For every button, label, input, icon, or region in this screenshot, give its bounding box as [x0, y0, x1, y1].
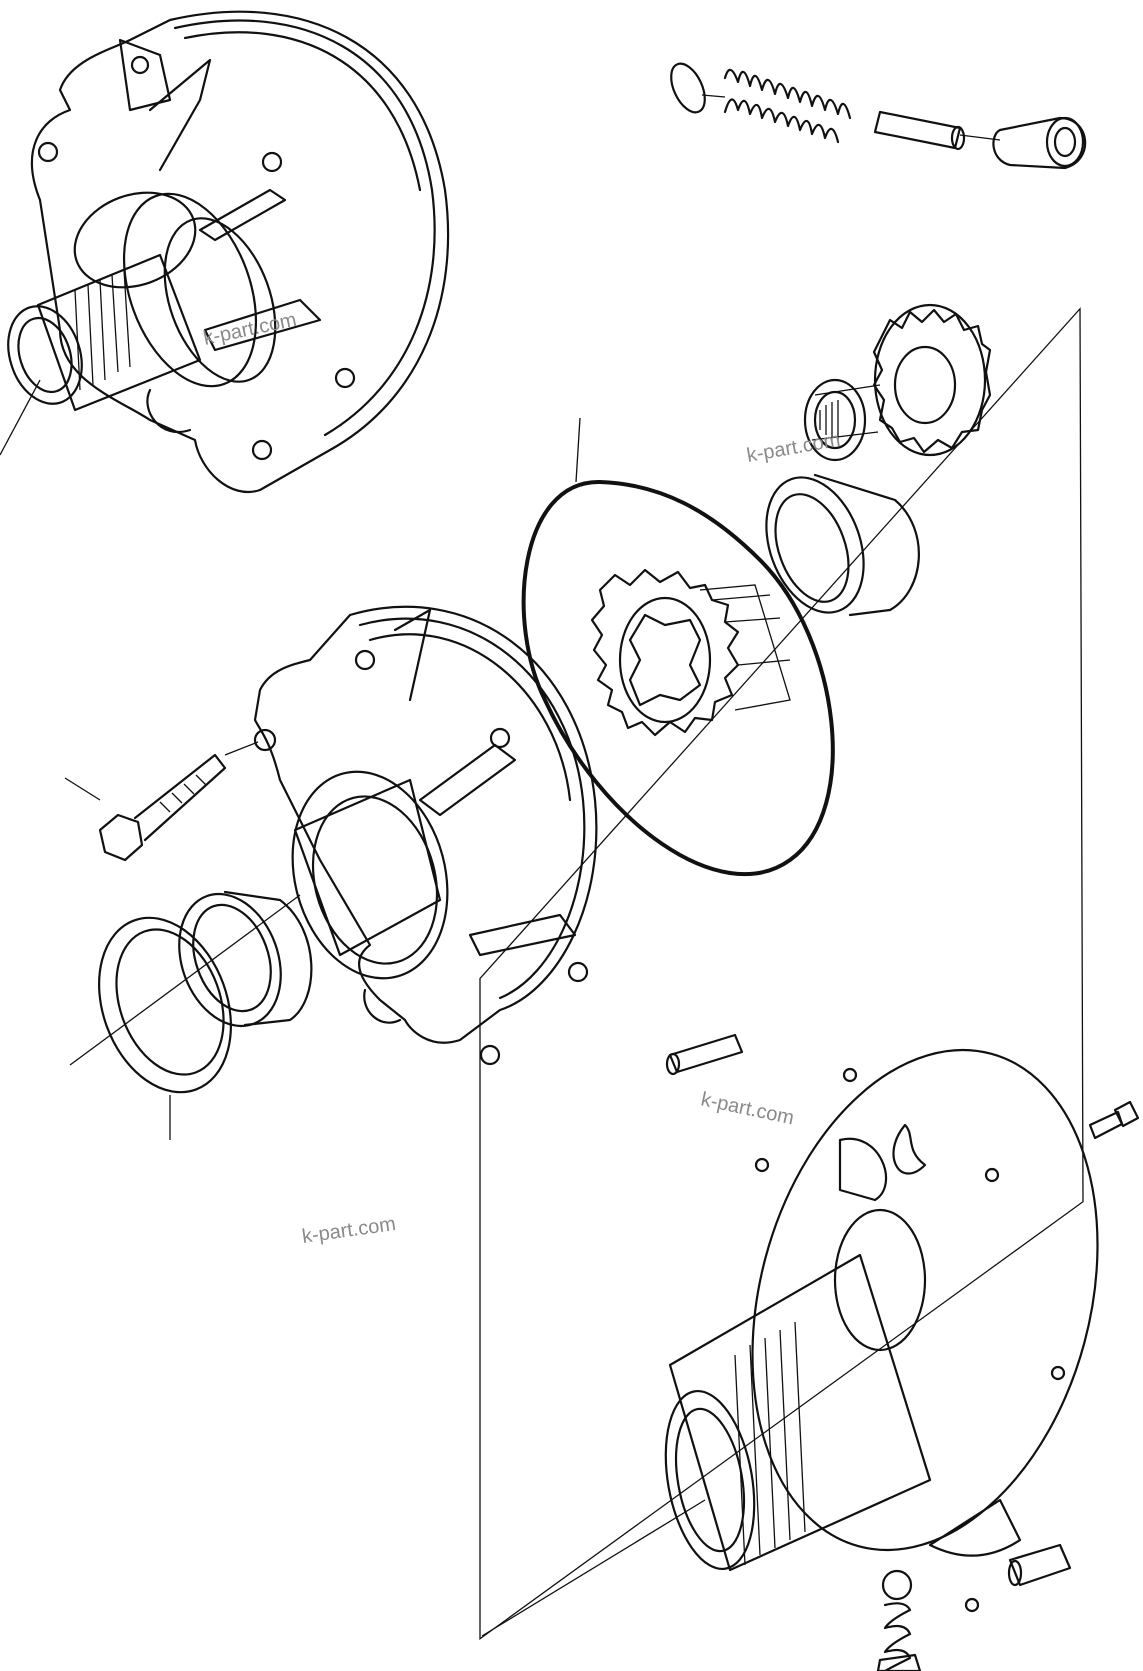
needle-bearing	[803, 378, 881, 462]
valve-plunger	[873, 110, 966, 151]
seal-inner	[69, 890, 313, 1066]
dowel-pin-lower	[1007, 1543, 1072, 1587]
pump-cover-plate	[751, 1048, 1099, 1613]
upper-splined-shaft	[0, 253, 202, 456]
relief-ball	[881, 1569, 913, 1601]
bolt	[64, 741, 259, 862]
middle-pump-housing	[253, 605, 598, 1066]
valve-plug	[959, 116, 1087, 170]
dowel-pin-upper	[665, 1033, 744, 1076]
valve-ball	[670, 62, 706, 114]
small-gear	[872, 303, 992, 457]
small-screw	[1088, 1100, 1140, 1140]
relief-plug	[876, 1653, 922, 1671]
large-gear	[590, 568, 791, 737]
bushing-right	[765, 473, 920, 617]
upper-pump-housing	[30, 10, 450, 493]
lower-splined-shaft	[481, 1208, 932, 1637]
o-ring	[521, 417, 835, 877]
relief-spring	[883, 1602, 912, 1671]
seal-outer	[98, 916, 232, 1140]
watermark-4: k-part.com	[301, 1213, 398, 1248]
watermark-2: k-part.com	[745, 429, 842, 467]
valve-spring	[701, 68, 852, 144]
assembly-plane-outline	[479, 307, 1084, 1640]
watermark-3: k-part.com	[699, 1088, 796, 1129]
